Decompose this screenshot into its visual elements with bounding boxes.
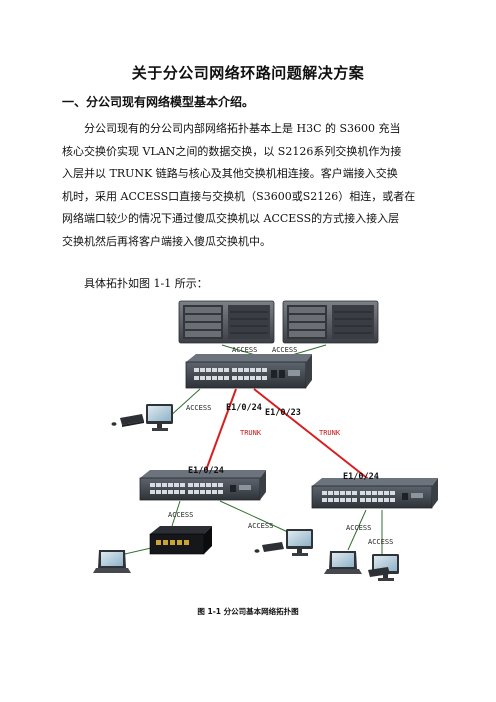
right-laptop-access-label: ACCESS	[346, 524, 371, 532]
figure-intro: 具体拓扑如图 1-1 所示：	[84, 277, 208, 290]
core-port-e1-0-24-label: E1/0/24	[226, 403, 262, 413]
hub-access-link	[171, 500, 181, 527]
access-switch-left-icon	[139, 470, 266, 501]
section-heading: 一、分公司现有网络模型基本介绍。	[62, 95, 255, 109]
pc-core-access-label: ACCESS	[186, 404, 211, 412]
server-left-icon	[178, 300, 275, 344]
right-switch-port-label: E1/0/24	[343, 472, 379, 482]
paragraph-line: 网络端口较少的情况下通过傻瓜交换机以 ACCESS的方式接入接入层	[62, 212, 400, 225]
core-port-e1-0-23-label: E1/0/23	[265, 408, 301, 418]
trunk-right-label: TRUNK	[319, 429, 341, 437]
right-laptop-access-link	[347, 509, 367, 551]
server-right-access-label: ACCESS	[272, 346, 297, 354]
left-pc-access-link	[219, 500, 291, 534]
trunk-left-label: TRUNK	[240, 429, 262, 437]
trunk-link-right	[253, 388, 373, 483]
server-right-icon	[282, 300, 379, 344]
left-switch-port-label: E1/0/24	[188, 466, 224, 476]
figure-caption: 图 1-1 分公司基本网络拓扑图	[197, 607, 299, 616]
hub-access-label: ACCESS	[168, 511, 193, 519]
server-left-access-label: ACCESS	[232, 346, 257, 354]
right-desktop-access-label: ACCESS	[368, 538, 393, 546]
core-switch-icon	[185, 354, 312, 389]
left-pc-access-label: ACCESS	[248, 522, 273, 530]
right-laptop-icon	[324, 551, 362, 574]
access-switch-right-icon	[311, 478, 438, 509]
left-desktop-pc-icon	[254, 529, 313, 556]
core-desktop-pc-icon	[111, 404, 173, 431]
right-desktop-pc-icon	[368, 554, 399, 581]
pc-core-access-link	[167, 388, 201, 419]
hub-switch-icon	[149, 526, 212, 555]
intro-paragraph: 分公司现有的分公司内部网络拓扑基本上是 H3C 的 S3600 充当 核心交换价…	[62, 118, 434, 253]
trunk-link-left	[204, 388, 237, 474]
paragraph-line: 核心交换价实现 VLAN之间的数据交换，以 S2126系列交换机作为接	[62, 144, 402, 158]
paragraph-line: 交换机然后再将客户端接入傻瓜交换机中。	[62, 234, 271, 248]
paragraph-line: 分公司现有的分公司内部网络拓扑基本上是 H3C 的 S3600 充当	[84, 122, 401, 135]
page-title: 关于分公司网络环路问题解决方案	[131, 64, 365, 82]
paragraph-line: 入层并以 TRUNK 链路与核心及其他交换机相连接。客户端接入交换	[62, 167, 398, 180]
network-topology-diagram: ACCESS ACCESS ACCESS E1/0/24 E1/0/23 TRU…	[93, 300, 438, 581]
paragraph-line: 机时，采用 ACCESS口直接与交换机（S3600或S2126）相连，或者在	[62, 189, 416, 203]
